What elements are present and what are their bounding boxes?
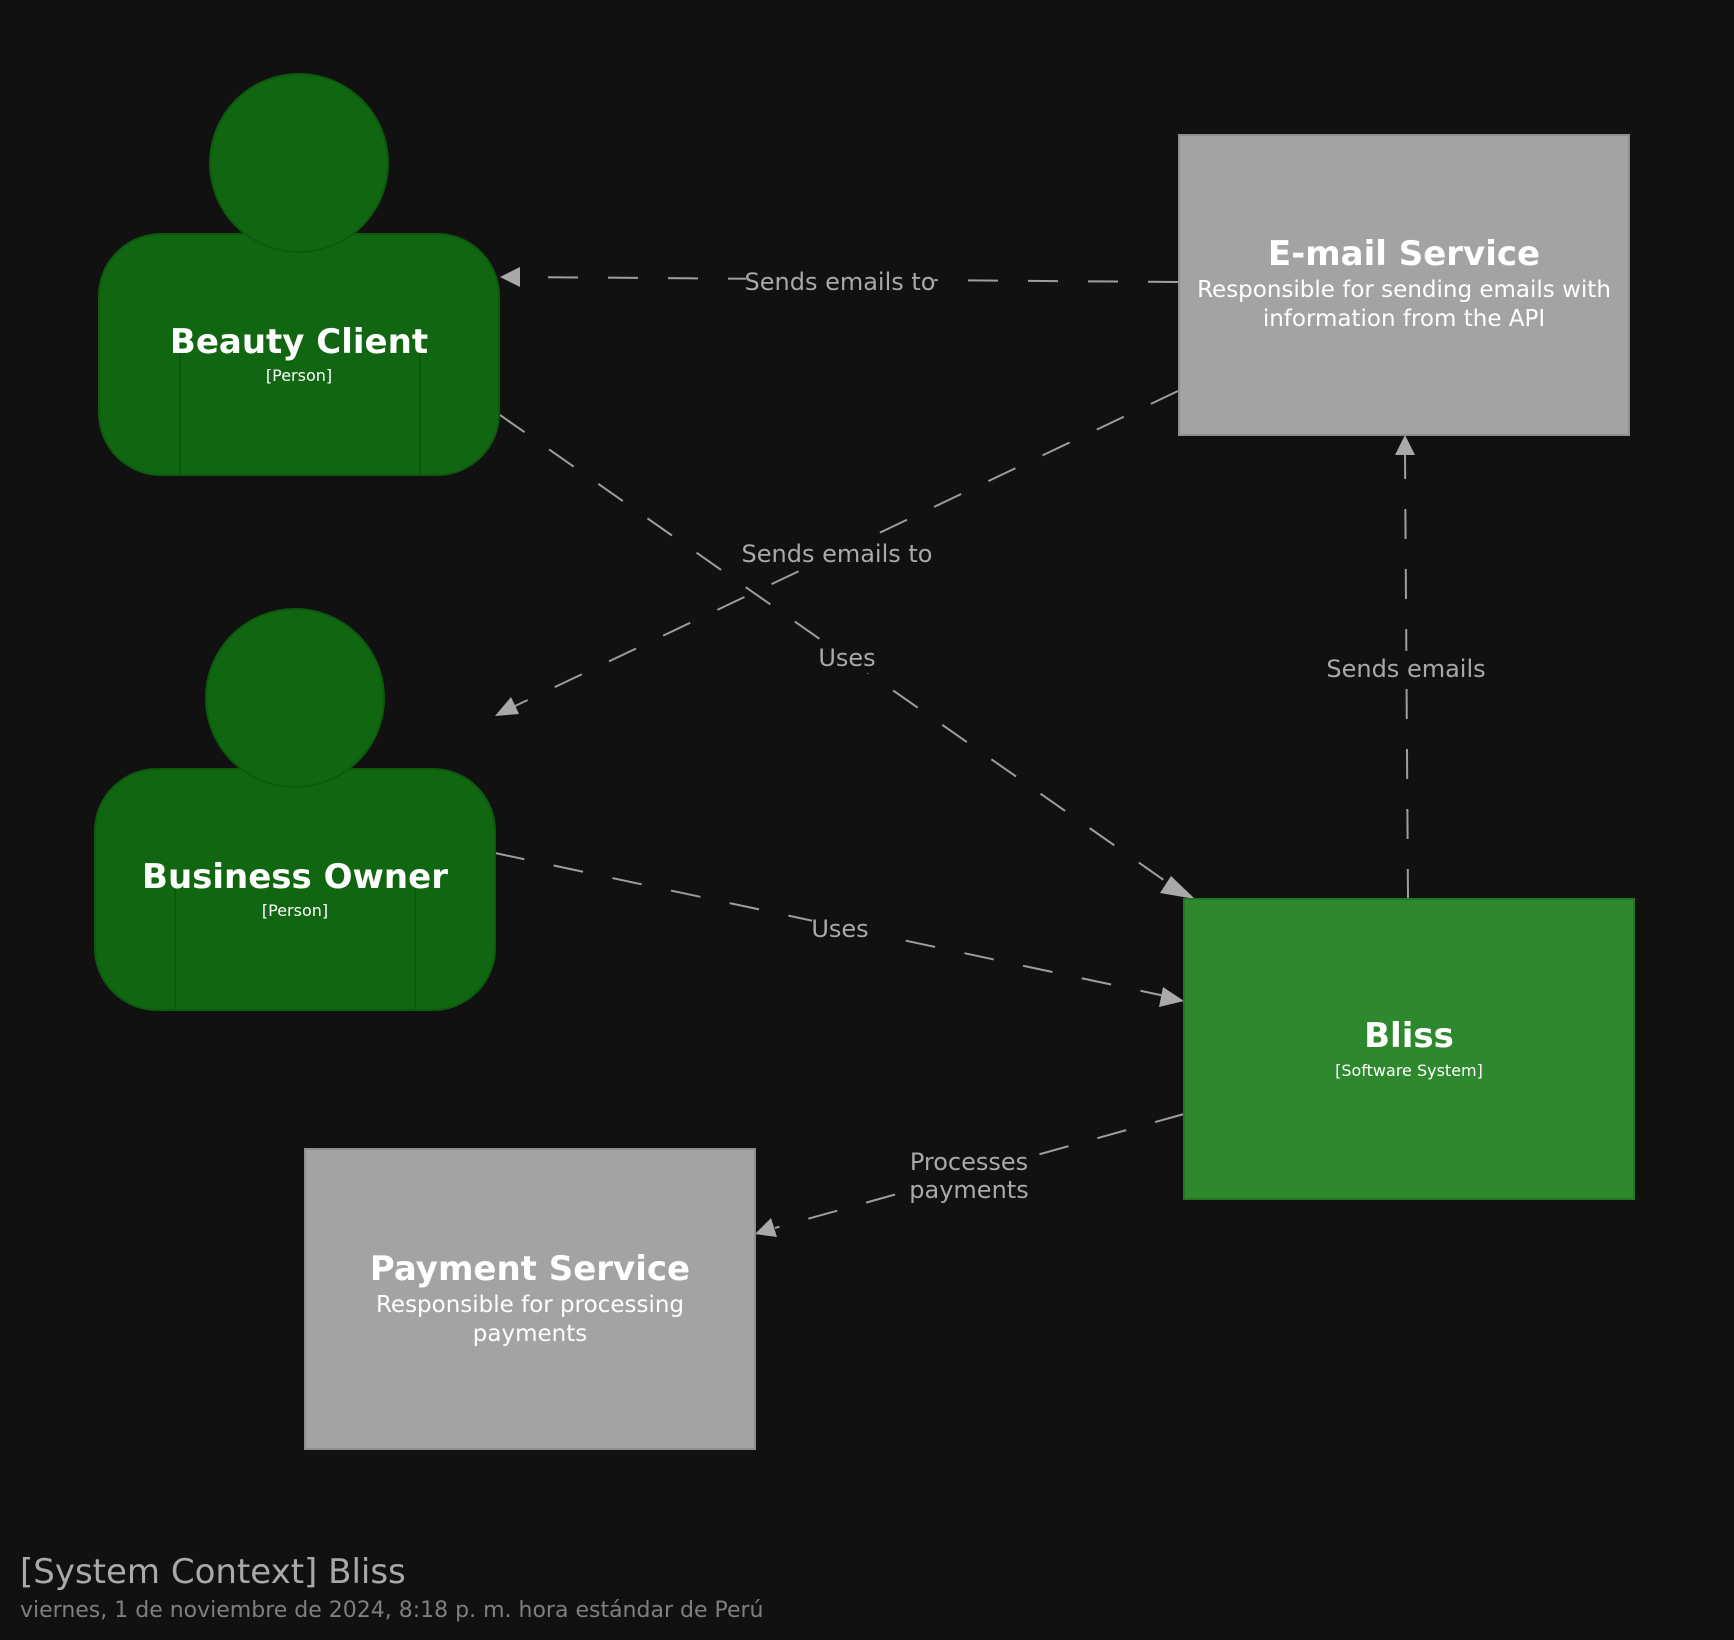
- arrowhead-client-uses-bliss: [1160, 876, 1195, 899]
- system-bliss[interactable]: Bliss [Software System]: [1183, 898, 1635, 1200]
- edge-labels: Sends emails to Sends emails to Uses Use…: [742, 265, 1486, 1206]
- edge-label-client-uses: Uses: [818, 644, 875, 672]
- system-box: [1183, 898, 1635, 1200]
- edge-label-owner-uses: Uses: [811, 915, 868, 943]
- system-email-service[interactable]: E-mail Service Responsible for sending e…: [1178, 134, 1630, 436]
- node-desc-email-service-line2: information from the API: [1263, 306, 1545, 332]
- node-title-payment-service: Payment Service: [370, 1249, 690, 1289]
- diagram-title: [System Context] Bliss: [20, 1552, 406, 1592]
- node-title-bliss: Bliss: [1364, 1016, 1454, 1056]
- arrowhead-owner-uses-bliss: [1159, 987, 1184, 1007]
- edge-bliss-processes-payments: [774, 1113, 1185, 1229]
- node-desc-email-service-line1: Responsible for sending emails with: [1197, 277, 1611, 303]
- diagram-timestamp: viernes, 1 de noviembre de 2024, 8:18 p.…: [20, 1598, 764, 1623]
- node-desc-payment-service-line1: Responsible for processing: [376, 1292, 684, 1318]
- edge-bliss-sends-emails: [1404, 453, 1409, 900]
- node-title-business-owner: Business Owner: [142, 857, 448, 897]
- node-desc-payment-service-line2: payments: [473, 1321, 587, 1347]
- system-box: [1178, 134, 1630, 436]
- arrowhead-bliss-processes-payments: [755, 1218, 777, 1237]
- person-beauty-client[interactable]: Beauty Client [Person]: [98, 73, 500, 476]
- edge-label-email-to-client: Sends emails to: [745, 268, 936, 296]
- arrowhead-email-to-client: [500, 267, 520, 287]
- node-title-beauty-client: Beauty Client: [170, 322, 428, 362]
- person-head: [205, 608, 385, 788]
- arrowhead-email-to-owner: [495, 697, 519, 716]
- system-payment-service[interactable]: Payment Service Responsible for processi…: [304, 1148, 756, 1450]
- edge-label-payments: payments: [909, 1176, 1028, 1204]
- edge-label-email-to-owner: Sends emails to: [742, 540, 933, 568]
- edge-client-uses-bliss: [499, 414, 1169, 884]
- node-type-bliss: [Software System]: [1335, 1061, 1483, 1080]
- person-business-owner[interactable]: Business Owner [Person]: [94, 608, 496, 1011]
- system-box: [304, 1148, 756, 1450]
- edge-label-processes: Processes: [910, 1148, 1028, 1176]
- person-head: [209, 73, 389, 253]
- node-title-email-service: E-mail Service: [1268, 234, 1540, 274]
- node-type-business-owner: [Person]: [262, 901, 328, 920]
- arrowhead-bliss-sends-emails: [1395, 435, 1415, 455]
- node-type-beauty-client: [Person]: [266, 366, 332, 385]
- edge-label-sends-emails: Sends emails: [1326, 655, 1485, 683]
